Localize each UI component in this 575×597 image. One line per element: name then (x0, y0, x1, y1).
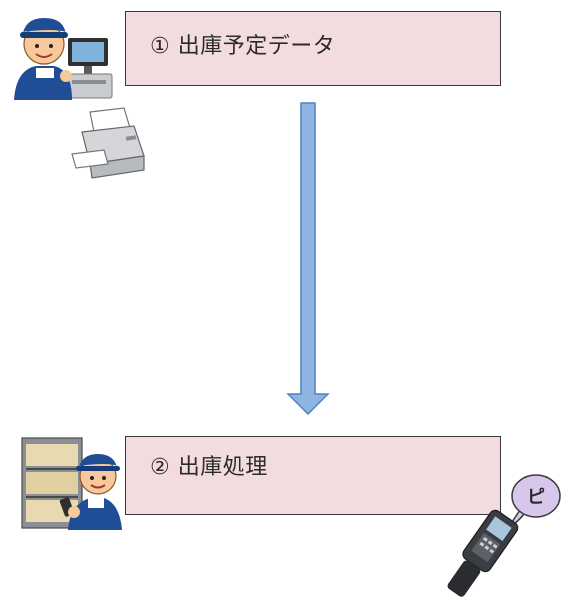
printer-icon (71, 107, 145, 179)
down-arrow-icon (286, 102, 330, 416)
step-2-label: ② 出庫処理 (150, 454, 268, 480)
barcode-scanner-icon: ピ (447, 474, 561, 597)
worker-at-computer-icon (14, 18, 113, 100)
worker-at-shelves-icon (21, 437, 122, 530)
step-1-box: ① 出庫予定データ (125, 11, 501, 86)
step-2-box: ② 出庫処理 (125, 436, 501, 515)
scanner-bubble-text: ピ (527, 487, 545, 508)
step-1-label: ① 出庫予定データ (150, 33, 336, 59)
